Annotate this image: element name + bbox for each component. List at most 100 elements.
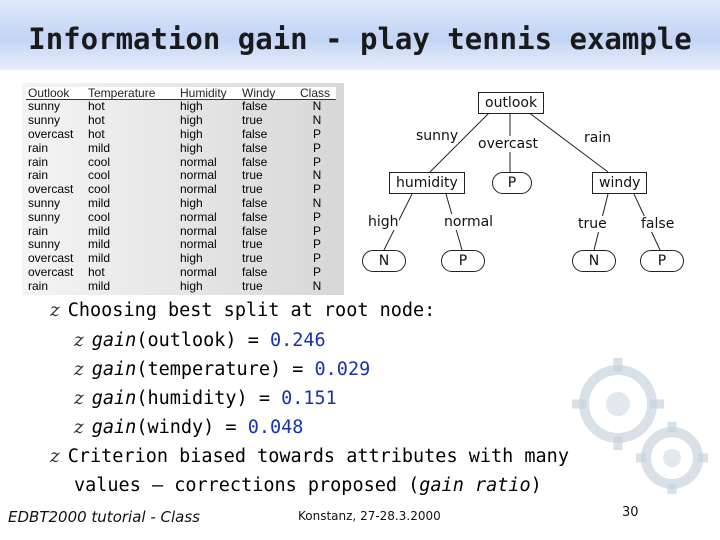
footer-location-date: Konstanz, 27-28.3.2000 <box>298 509 441 523</box>
page-number: 30 <box>622 505 639 520</box>
branch-label-rain: rain <box>584 130 612 146</box>
table-cell: P <box>312 264 321 279</box>
table-cell: true <box>242 237 263 252</box>
col-header-humidity: Humidity <box>178 87 240 100</box>
table-cell: false <box>242 126 268 141</box>
branch-label-high: high <box>368 214 399 230</box>
tree-leaf-high: N <box>362 250 406 272</box>
table-cell: P <box>312 154 321 169</box>
table-cell: high <box>180 99 203 114</box>
table-row: rain mild high false P <box>26 141 336 155</box>
data-table-panel: Outlook Temperature Humidity Windy Class… <box>22 83 344 295</box>
table-cell: mild <box>88 278 111 293</box>
table-cell: P <box>312 182 321 197</box>
table-cell: hot <box>88 264 105 279</box>
table-cell: P <box>312 140 321 155</box>
tree-node-windy: windy <box>592 172 648 194</box>
table-cell: normal <box>180 209 217 224</box>
title-band <box>0 0 720 70</box>
table-cell: false <box>242 223 268 238</box>
criterion-line-2-pre: values – corrections proposed ( <box>74 475 420 496</box>
table-cell: hot <box>88 113 105 128</box>
table-cell: normal <box>180 223 217 238</box>
table-cell: normal <box>180 237 217 252</box>
gain-arg: (windy) = <box>136 417 248 438</box>
table-cell: true <box>242 251 263 266</box>
sub-bullet-marker: z <box>74 359 84 380</box>
table-cell: sunny <box>28 113 61 128</box>
table-cell: cool <box>88 209 111 224</box>
table-cell: normal <box>180 154 217 169</box>
table-cell: true <box>242 182 263 197</box>
criterion-line-1: Criterion biased towards attributes with… <box>67 446 569 467</box>
tree-node-humidity: humidity <box>389 172 465 194</box>
tree-leaf-normal: P <box>441 250 485 272</box>
table-cell: P <box>312 251 321 266</box>
table-cell: false <box>242 140 268 155</box>
gain-value: 0.029 <box>314 359 371 380</box>
table-cell: P <box>312 237 321 252</box>
table-cell: true <box>242 113 263 128</box>
gain-arg: (outlook) = <box>136 330 270 351</box>
table-cell: mild <box>88 140 111 155</box>
table-cell: P <box>312 223 321 238</box>
sub-bullet-marker: z <box>74 417 84 438</box>
gain-fn: gain <box>91 417 137 438</box>
table-cell: P <box>312 126 321 141</box>
edge-outlook-sunny <box>429 111 491 173</box>
table-cell: P <box>312 209 321 224</box>
table-cell: N <box>312 278 322 293</box>
branch-label-normal: normal <box>444 214 494 230</box>
bullet-heading-text: Choosing best split at root node: <box>67 300 436 321</box>
col-header-outlook: Outlook <box>26 87 86 100</box>
sub-bullet-marker: z <box>74 388 84 409</box>
table-cell: false <box>242 99 268 114</box>
table-cell: false <box>242 154 268 169</box>
table-cell: rain <box>28 168 49 183</box>
branch-label-true: true <box>578 216 607 232</box>
gain-fn: gain <box>91 359 137 380</box>
slide-title: Information gain - play tennis example <box>28 22 692 56</box>
branch-label-sunny: sunny <box>416 128 459 144</box>
table-cell: N <box>312 99 322 114</box>
table-cell: high <box>180 140 203 155</box>
table-cell: sunny <box>28 195 61 210</box>
table-cell: overcast <box>28 264 74 279</box>
table-cell: N <box>312 113 322 128</box>
gain-arg: (humidity) = <box>136 388 282 409</box>
bullet-marker: z <box>50 446 60 467</box>
table-cell: true <box>242 278 263 293</box>
gain-fn: gain <box>91 388 137 409</box>
gain-value: 0.048 <box>247 417 304 438</box>
table-cell: rain <box>28 140 49 155</box>
play-tennis-table: Outlook Temperature Humidity Windy Class… <box>26 87 336 293</box>
col-header-temperature: Temperature <box>86 87 178 100</box>
table-cell: sunny <box>28 209 61 224</box>
table-cell: cool <box>88 182 111 197</box>
table-cell: mild <box>88 251 111 266</box>
col-header-class: Class <box>298 87 336 100</box>
table-cell: hot <box>88 99 105 114</box>
gain-value: 0.246 <box>269 330 326 351</box>
table-cell: high <box>180 113 203 128</box>
table-cell: false <box>242 264 268 279</box>
gear-watermark-icon <box>572 358 708 494</box>
table-cell: high <box>180 251 203 266</box>
table-cell: normal <box>180 168 217 183</box>
gain-arg: (temperature) = <box>136 359 315 380</box>
gain-value: 0.151 <box>281 388 337 409</box>
table-cell: N <box>312 168 322 183</box>
